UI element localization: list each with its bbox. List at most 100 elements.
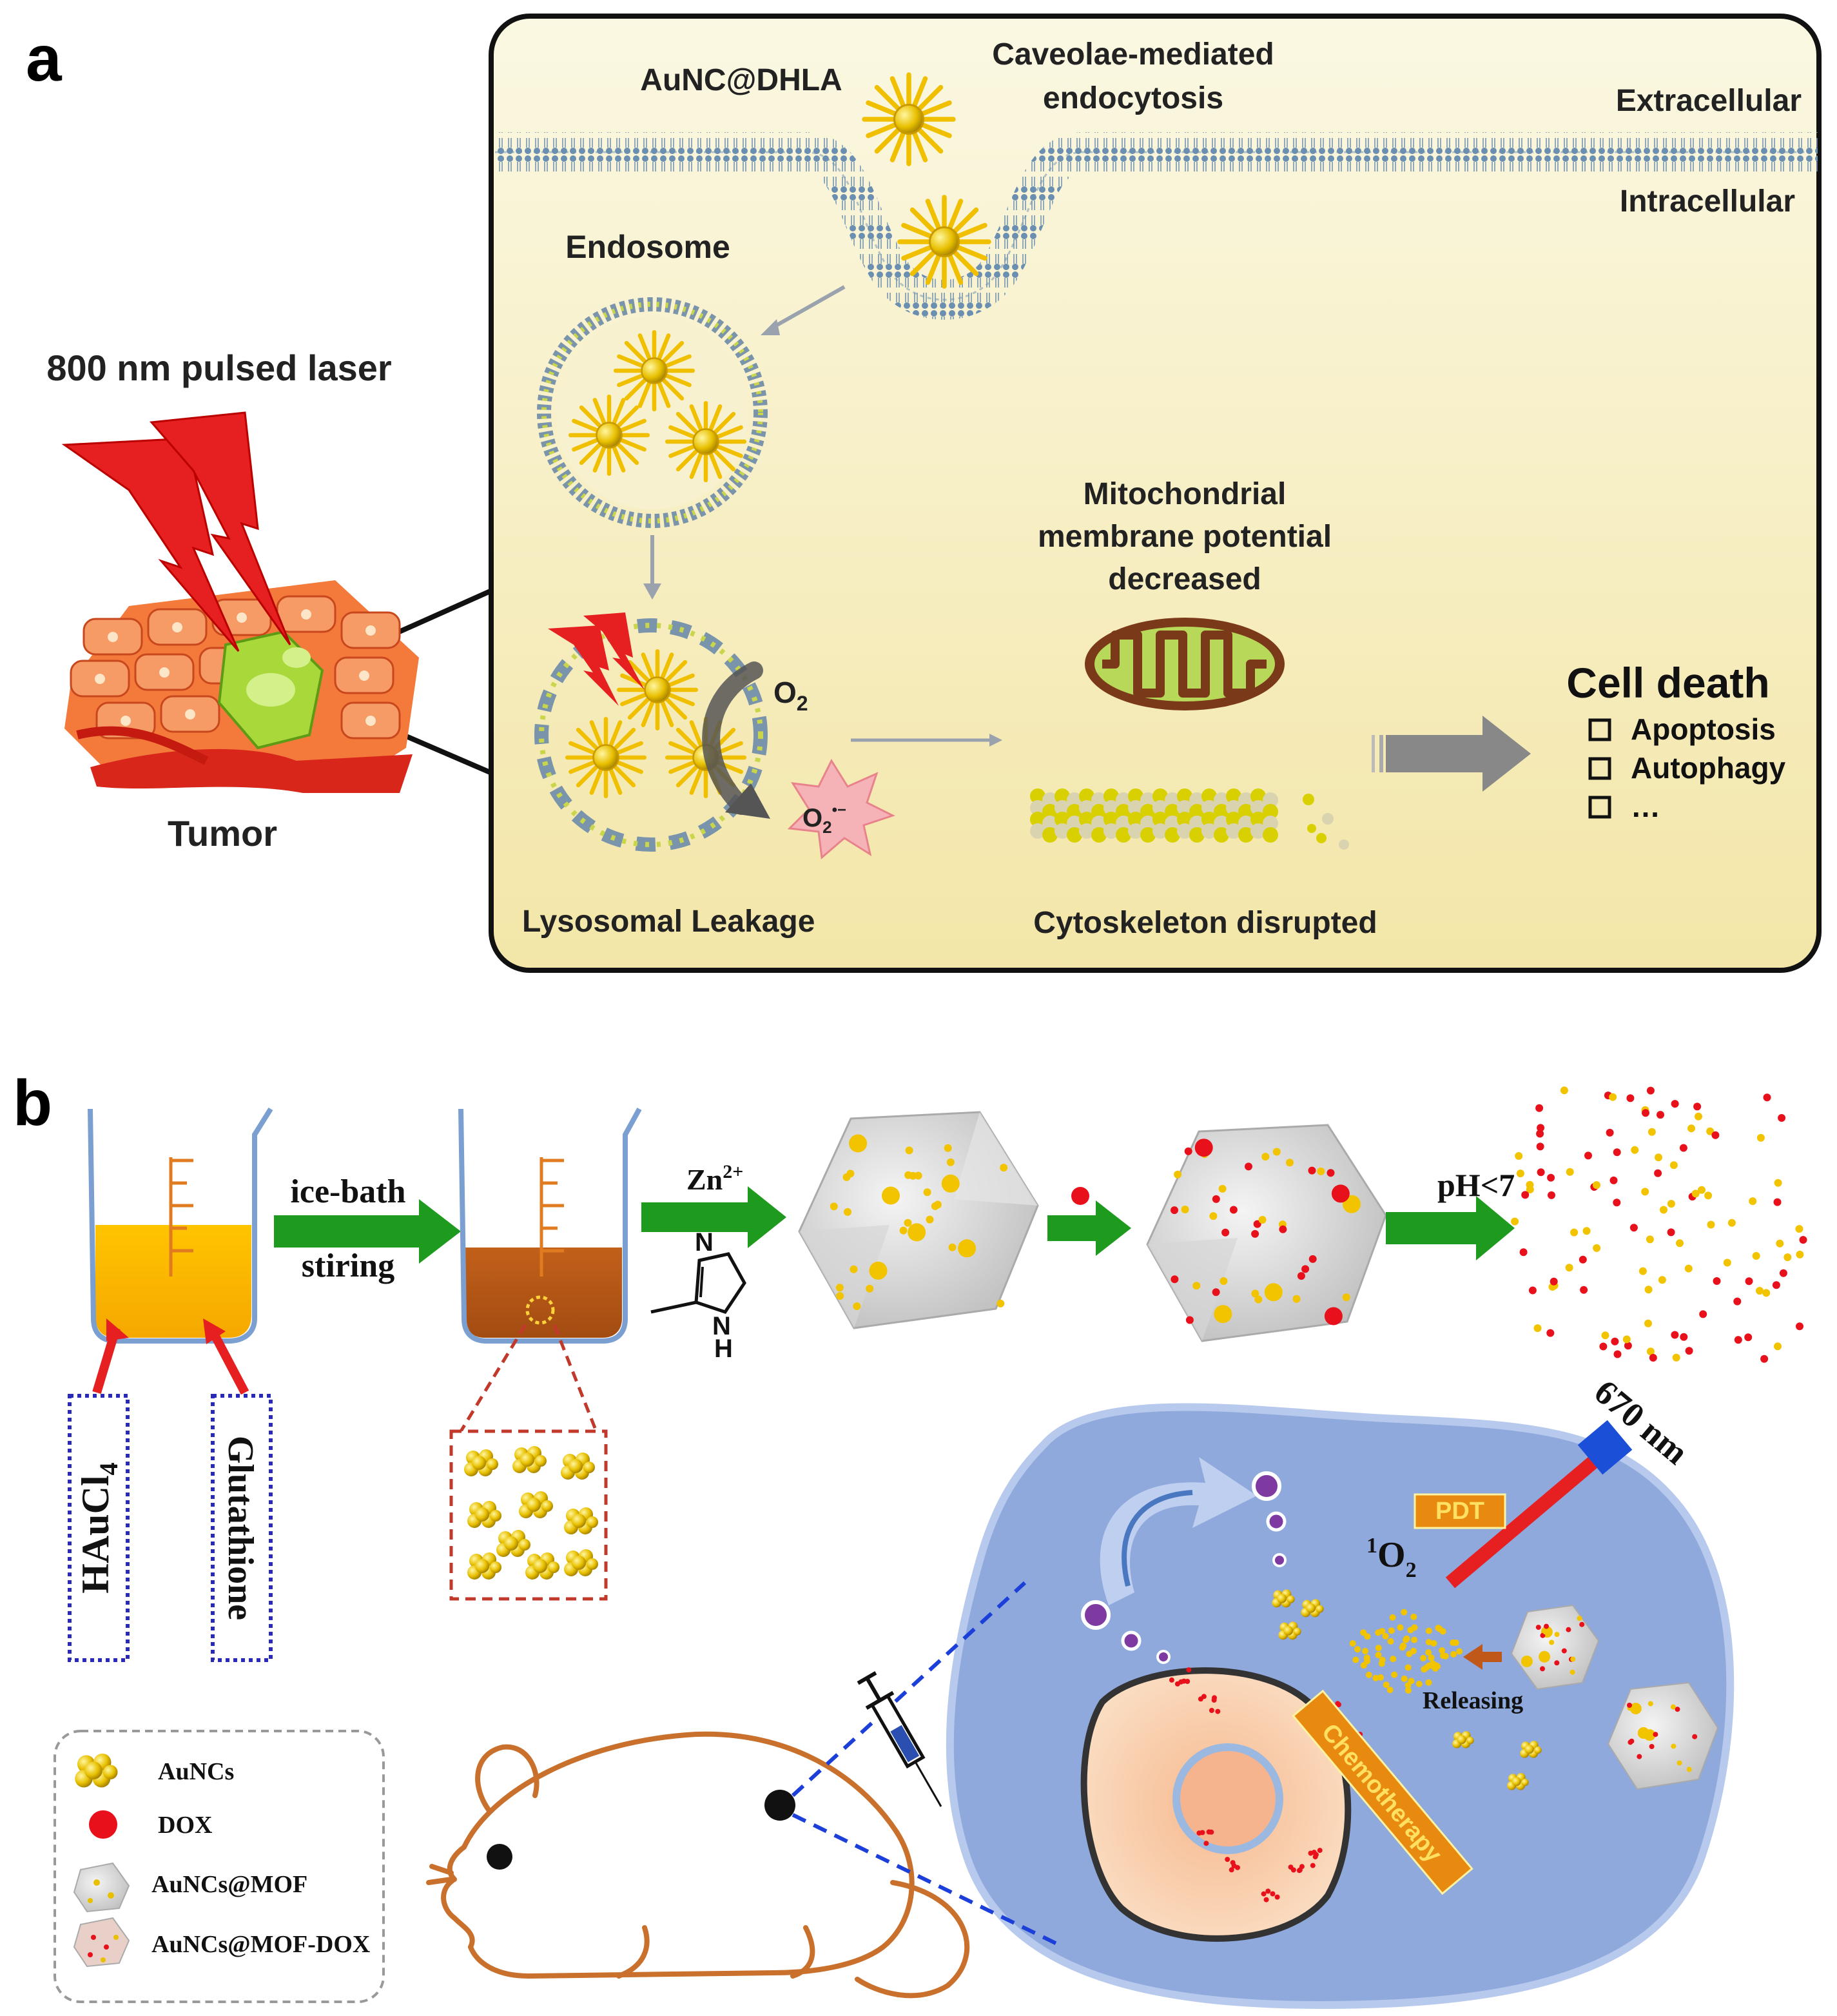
aunc-dot bbox=[1577, 1616, 1582, 1621]
cytoskeleton-bead bbox=[1189, 804, 1205, 819]
aunc-dot bbox=[844, 1208, 851, 1216]
dox-dot bbox=[1308, 1850, 1314, 1856]
dox-dot bbox=[1680, 1333, 1688, 1341]
zoom-line bbox=[792, 1813, 1065, 1949]
dox-dot bbox=[1657, 1111, 1664, 1119]
aunc-dot bbox=[1292, 1295, 1301, 1303]
dox-dot bbox=[1297, 1867, 1303, 1873]
aunc-dot bbox=[1774, 1179, 1782, 1187]
beaker-yellow-icon bbox=[88, 1107, 273, 1344]
imidazole-structure: N N H bbox=[650, 1228, 746, 1363]
dox-dot bbox=[1580, 1286, 1588, 1294]
cytoskeleton-bead bbox=[1042, 816, 1058, 831]
cytoskeleton-bead bbox=[1030, 788, 1045, 804]
mito-label-line1: Mitochondrial bbox=[1084, 477, 1287, 511]
aunc-dot bbox=[899, 1226, 908, 1235]
aunc-dot bbox=[1796, 1250, 1804, 1258]
aunc-dot bbox=[1354, 1646, 1361, 1653]
aunc-dot bbox=[1286, 1159, 1294, 1167]
cytoskeleton-bead bbox=[1339, 839, 1349, 850]
cytoskeleton-bead bbox=[1226, 788, 1241, 804]
aunc-dot bbox=[1386, 1687, 1394, 1694]
cytoskeleton-bead bbox=[1067, 816, 1082, 831]
death-mode-apoptosis: Apoptosis bbox=[1631, 712, 1776, 746]
dox-dot bbox=[1624, 1342, 1632, 1350]
cytoskeleton-bead bbox=[1067, 804, 1082, 819]
aunc-dot bbox=[1727, 1218, 1736, 1227]
cytoskeleton-bead bbox=[1263, 816, 1278, 831]
cytoskeleton-bead bbox=[1103, 812, 1119, 827]
dox-dot bbox=[1692, 1734, 1698, 1739]
aunc-dot bbox=[1542, 1629, 1548, 1635]
aunc-dot bbox=[1430, 1640, 1437, 1647]
aunc-dot bbox=[1403, 1635, 1410, 1642]
aunc-dot bbox=[1425, 1679, 1432, 1686]
panel-a-label: a bbox=[26, 23, 63, 95]
aunc-mof-dox-particle bbox=[1146, 1124, 1387, 1342]
dox-dot bbox=[1203, 1841, 1209, 1846]
aunc-dot bbox=[1452, 1639, 1459, 1646]
cytoskeleton-bead bbox=[1201, 812, 1217, 827]
death-mode-other: … bbox=[1631, 790, 1660, 823]
aunc-dot bbox=[1000, 1164, 1008, 1172]
zoom-line bbox=[552, 1324, 598, 1432]
aunc-dhla-label: AuNC@DHLA bbox=[640, 63, 842, 97]
aunc-dot bbox=[836, 1292, 844, 1300]
aunc-dot bbox=[1404, 1664, 1412, 1671]
dox-dot bbox=[1206, 1829, 1212, 1835]
cytoskeleton-bead bbox=[1103, 823, 1119, 839]
aunc-dot bbox=[1360, 1662, 1367, 1669]
dox-dot bbox=[1693, 1102, 1702, 1111]
dox-dot bbox=[1609, 1176, 1618, 1184]
aunc-dot bbox=[905, 1146, 913, 1155]
dox-dot bbox=[1796, 1322, 1803, 1331]
aunc-dot bbox=[1411, 1624, 1418, 1631]
aunc-dot bbox=[866, 1284, 874, 1293]
green-arrow-3 bbox=[1047, 1200, 1131, 1256]
dox-dot bbox=[1544, 1623, 1549, 1629]
aunc-dot bbox=[1372, 1674, 1379, 1681]
dox-dot bbox=[1229, 1206, 1238, 1214]
legend: AuNCs DOX AuNCs@MOF AuNCs@MOF-DOX bbox=[73, 1754, 370, 1968]
dox-dot bbox=[1779, 1269, 1787, 1277]
mouse-illustration bbox=[426, 1731, 970, 1999]
aunc-dot bbox=[1707, 1220, 1715, 1229]
cytoskeleton-bead bbox=[1140, 816, 1156, 831]
dox-dot bbox=[1671, 1100, 1679, 1108]
endosome bbox=[537, 297, 768, 528]
beaker-brown-icon bbox=[458, 1108, 642, 1344]
aunc-dot bbox=[1672, 1353, 1680, 1362]
cytoskeleton-bead bbox=[1226, 823, 1241, 839]
cytoskeleton-bead bbox=[1140, 804, 1156, 819]
cytoskeleton-bead bbox=[1055, 800, 1070, 816]
cytoskeleton-bead bbox=[1091, 804, 1107, 819]
aunc-dot bbox=[1439, 1628, 1446, 1635]
dox-dot bbox=[1653, 1732, 1658, 1737]
aunc-dot bbox=[1425, 1649, 1432, 1656]
aunc-dot bbox=[1434, 1663, 1441, 1670]
mof-dox-particle-small bbox=[1607, 1681, 1719, 1790]
cytoskeleton-bead bbox=[1103, 788, 1119, 804]
aunc-dot bbox=[1375, 1652, 1382, 1658]
aunc-dot bbox=[849, 1134, 868, 1153]
aunc-dot bbox=[1526, 1180, 1534, 1189]
cytoskeleton-bead bbox=[1079, 788, 1094, 804]
cytoskeleton-icon bbox=[1030, 788, 1349, 850]
aunc-dot bbox=[1641, 1188, 1649, 1196]
aunc-dot bbox=[941, 1174, 960, 1193]
cytoskeleton-bead bbox=[1055, 788, 1070, 804]
pdt-label: PDT bbox=[1435, 1498, 1484, 1525]
cell-nucleus bbox=[1080, 1667, 1352, 1942]
aunc-dot bbox=[1776, 1239, 1784, 1248]
aunc-nanocluster-icon bbox=[864, 75, 953, 164]
dox-dot bbox=[1225, 1857, 1230, 1863]
aunc-dot bbox=[1401, 1609, 1408, 1616]
aunc-dot bbox=[1439, 1647, 1446, 1654]
cytoskeleton-bead bbox=[1214, 804, 1229, 819]
aunc-dot bbox=[1516, 1169, 1524, 1178]
aunc-dot bbox=[850, 1265, 858, 1273]
cytoskeleton-bead bbox=[1250, 823, 1266, 839]
aunc-dot bbox=[1691, 1189, 1700, 1198]
dox-dot bbox=[1536, 1142, 1544, 1151]
cytoskeleton-bead bbox=[1116, 827, 1131, 843]
